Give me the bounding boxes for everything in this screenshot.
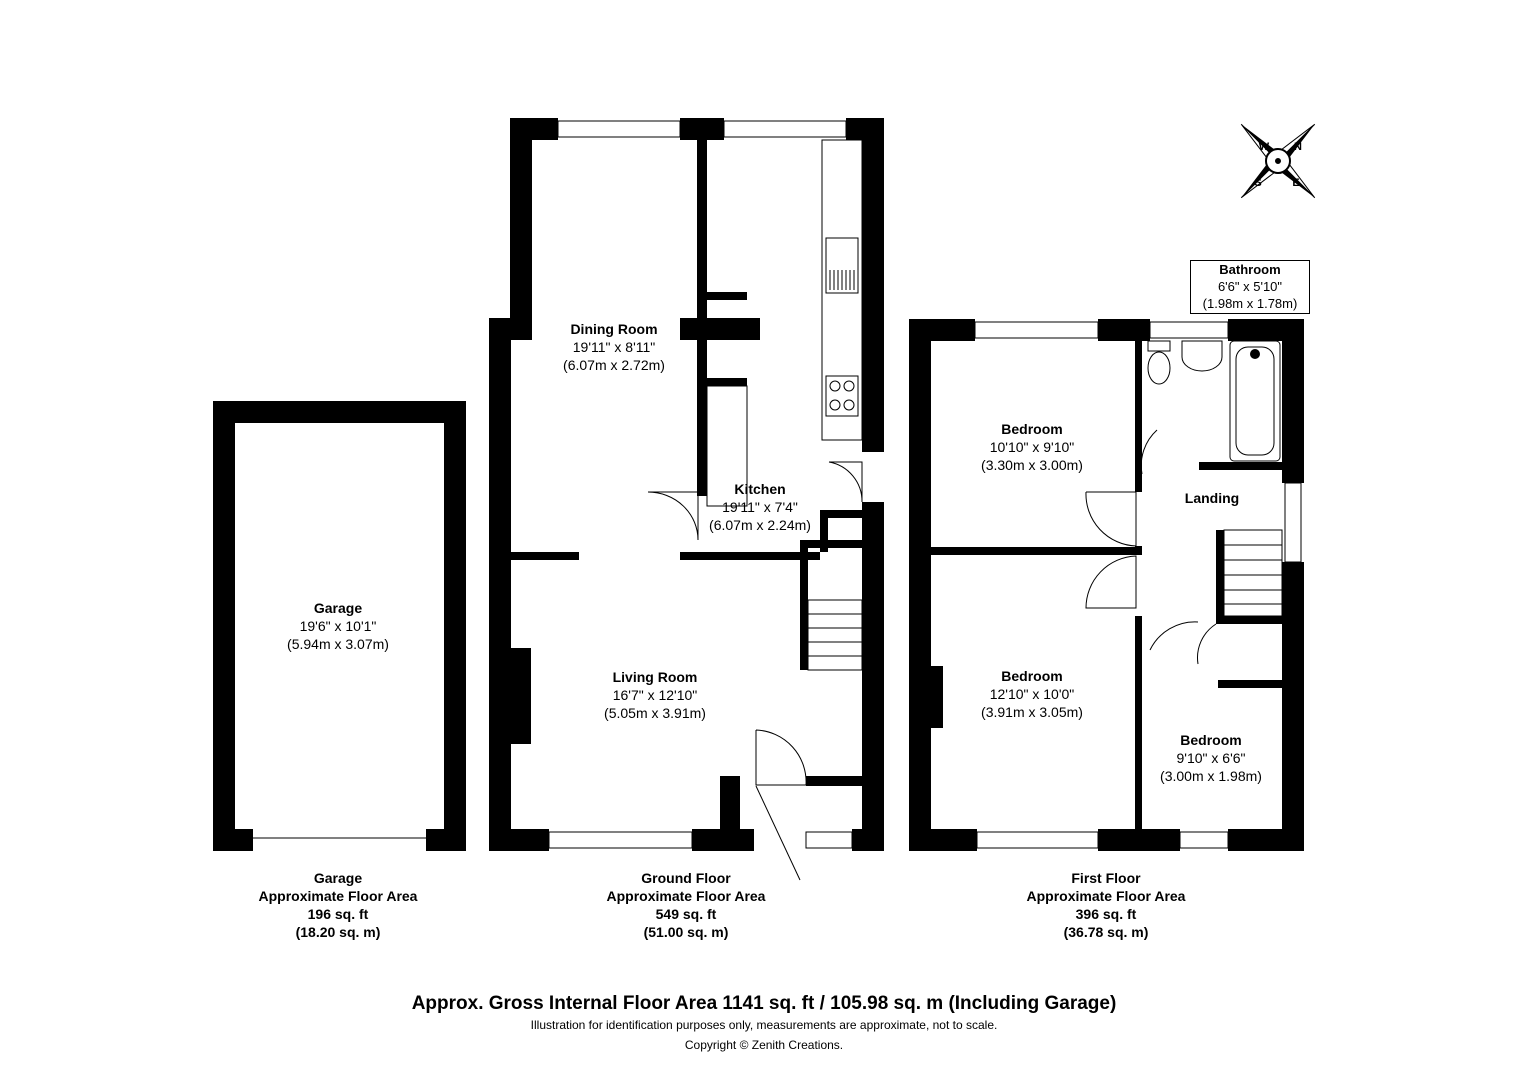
room-imperial: 9'10" x 6'6" bbox=[1176, 750, 1246, 766]
first-floor-walls bbox=[909, 319, 1304, 851]
room-name: Bedroom bbox=[1180, 732, 1242, 748]
room-name: Garage bbox=[313, 600, 363, 616]
first-stairs bbox=[1223, 529, 1283, 617]
ground-stairs bbox=[807, 599, 863, 671]
room-imperial: 12'10" x 10'0" bbox=[989, 686, 1075, 702]
compass-s-label: S bbox=[1254, 177, 1261, 189]
room-metric: (3.30m x 3.00m) bbox=[981, 457, 1083, 473]
ground-floor-walls bbox=[489, 118, 884, 851]
room-bedroom-3: Bedroom 9'10" x 6'6" (3.00m x 1.98m) bbox=[1144, 731, 1278, 785]
room-imperial: 19'11" x 7'4" bbox=[722, 499, 798, 515]
floor-caption: Approximate Floor Area bbox=[606, 888, 766, 904]
floor-area-metric: (18.20 sq. m) bbox=[295, 924, 381, 940]
room-bedroom-2: Bedroom 12'10" x 10'0" (3.91m x 3.05m) bbox=[952, 667, 1112, 721]
room-metric: (1.98m x 1.78m) bbox=[1202, 296, 1298, 311]
room-name: Bedroom bbox=[1001, 668, 1063, 684]
floor-area-metric: (36.78 sq. m) bbox=[1063, 924, 1149, 940]
room-imperial: 16'7" x 12'10" bbox=[612, 687, 698, 703]
floor-caption: Approximate Floor Area bbox=[1026, 888, 1186, 904]
gross-floor-area: Approx. Gross Internal Floor Area 1141 s… bbox=[411, 993, 1117, 1014]
room-metric: (6.07m x 2.24m) bbox=[709, 517, 811, 533]
bathroom-label-box: Bathroom 6'6" x 5'10" (1.98m x 1.78m) bbox=[1190, 260, 1310, 314]
floor-name: Garage bbox=[313, 870, 363, 886]
floor-area-first: First Floor Approximate Floor Area 396 s… bbox=[1006, 869, 1206, 941]
room-metric: (3.91m x 3.05m) bbox=[981, 704, 1083, 720]
room-name: Bathroom bbox=[1219, 262, 1281, 277]
room-metric: (3.00m x 1.98m) bbox=[1160, 768, 1262, 784]
floor-name: Ground Floor bbox=[641, 870, 731, 886]
room-name: Bedroom bbox=[1001, 421, 1063, 437]
room-metric: (6.07m x 2.72m) bbox=[563, 357, 665, 373]
room-name: Landing bbox=[1184, 490, 1240, 506]
floor-caption: Approximate Floor Area bbox=[258, 888, 418, 904]
garage-walls bbox=[213, 401, 466, 851]
compass-icon bbox=[1240, 123, 1316, 199]
room-kitchen: Kitchen 19'11" x 7'4" (6.07m x 2.24m) bbox=[690, 480, 830, 534]
floor-area-metric: (51.00 sq. m) bbox=[643, 924, 729, 940]
kitchen-worktop bbox=[706, 139, 863, 507]
room-imperial: 10'10" x 9'10" bbox=[989, 439, 1075, 455]
room-imperial: 19'11" x 8'11" bbox=[572, 339, 656, 355]
room-name: Kitchen bbox=[734, 481, 786, 497]
compass-w-label: W bbox=[1259, 141, 1270, 153]
room-name: Dining Room bbox=[570, 321, 658, 337]
room-imperial: 6'6" x 5'10" bbox=[1217, 279, 1283, 294]
floor-area-imperial: 196 sq. ft bbox=[307, 906, 369, 922]
room-bathroom: Bathroom 6'6" x 5'10" (1.98m x 1.78m) bbox=[1191, 261, 1309, 312]
floor-area-ground: Ground Floor Approximate Floor Area 549 … bbox=[586, 869, 786, 941]
floor-area-imperial: 396 sq. ft bbox=[1075, 906, 1137, 922]
room-landing: Landing bbox=[1162, 489, 1262, 507]
bathroom-fittings bbox=[1147, 340, 1281, 462]
room-metric: (5.05m x 3.91m) bbox=[604, 705, 706, 721]
floor-area-imperial: 549 sq. ft bbox=[655, 906, 717, 922]
room-living: Living Room 16'7" x 12'10" (5.05m x 3.91… bbox=[575, 668, 735, 722]
room-metric: (5.94m x 3.07m) bbox=[287, 636, 389, 652]
windows bbox=[253, 120, 1302, 849]
room-dining: Dining Room 19'11" x 8'11" (6.07m x 2.72… bbox=[534, 320, 694, 374]
room-garage: Garage 19'6" x 10'1" (5.94m x 3.07m) bbox=[258, 599, 418, 653]
sink-drainer bbox=[829, 270, 855, 290]
doors bbox=[647, 429, 1217, 881]
bath-tap-icon bbox=[1250, 349, 1260, 359]
floor-name: First Floor bbox=[1071, 870, 1141, 886]
disclaimer-text: Illustration for identification purposes… bbox=[530, 1018, 998, 1032]
copyright-text: Copyright © Zenith Creations. bbox=[684, 1038, 844, 1052]
floor-area-garage: Garage Approximate Floor Area 196 sq. ft… bbox=[238, 869, 438, 941]
room-name: Living Room bbox=[612, 669, 698, 685]
compass-e-label: E bbox=[1292, 177, 1299, 189]
room-imperial: 19'6" x 10'1" bbox=[299, 618, 377, 634]
compass-n-label: N bbox=[1294, 141, 1302, 153]
room-bedroom-1: Bedroom 10'10" x 9'10" (3.30m x 3.00m) bbox=[952, 420, 1112, 474]
